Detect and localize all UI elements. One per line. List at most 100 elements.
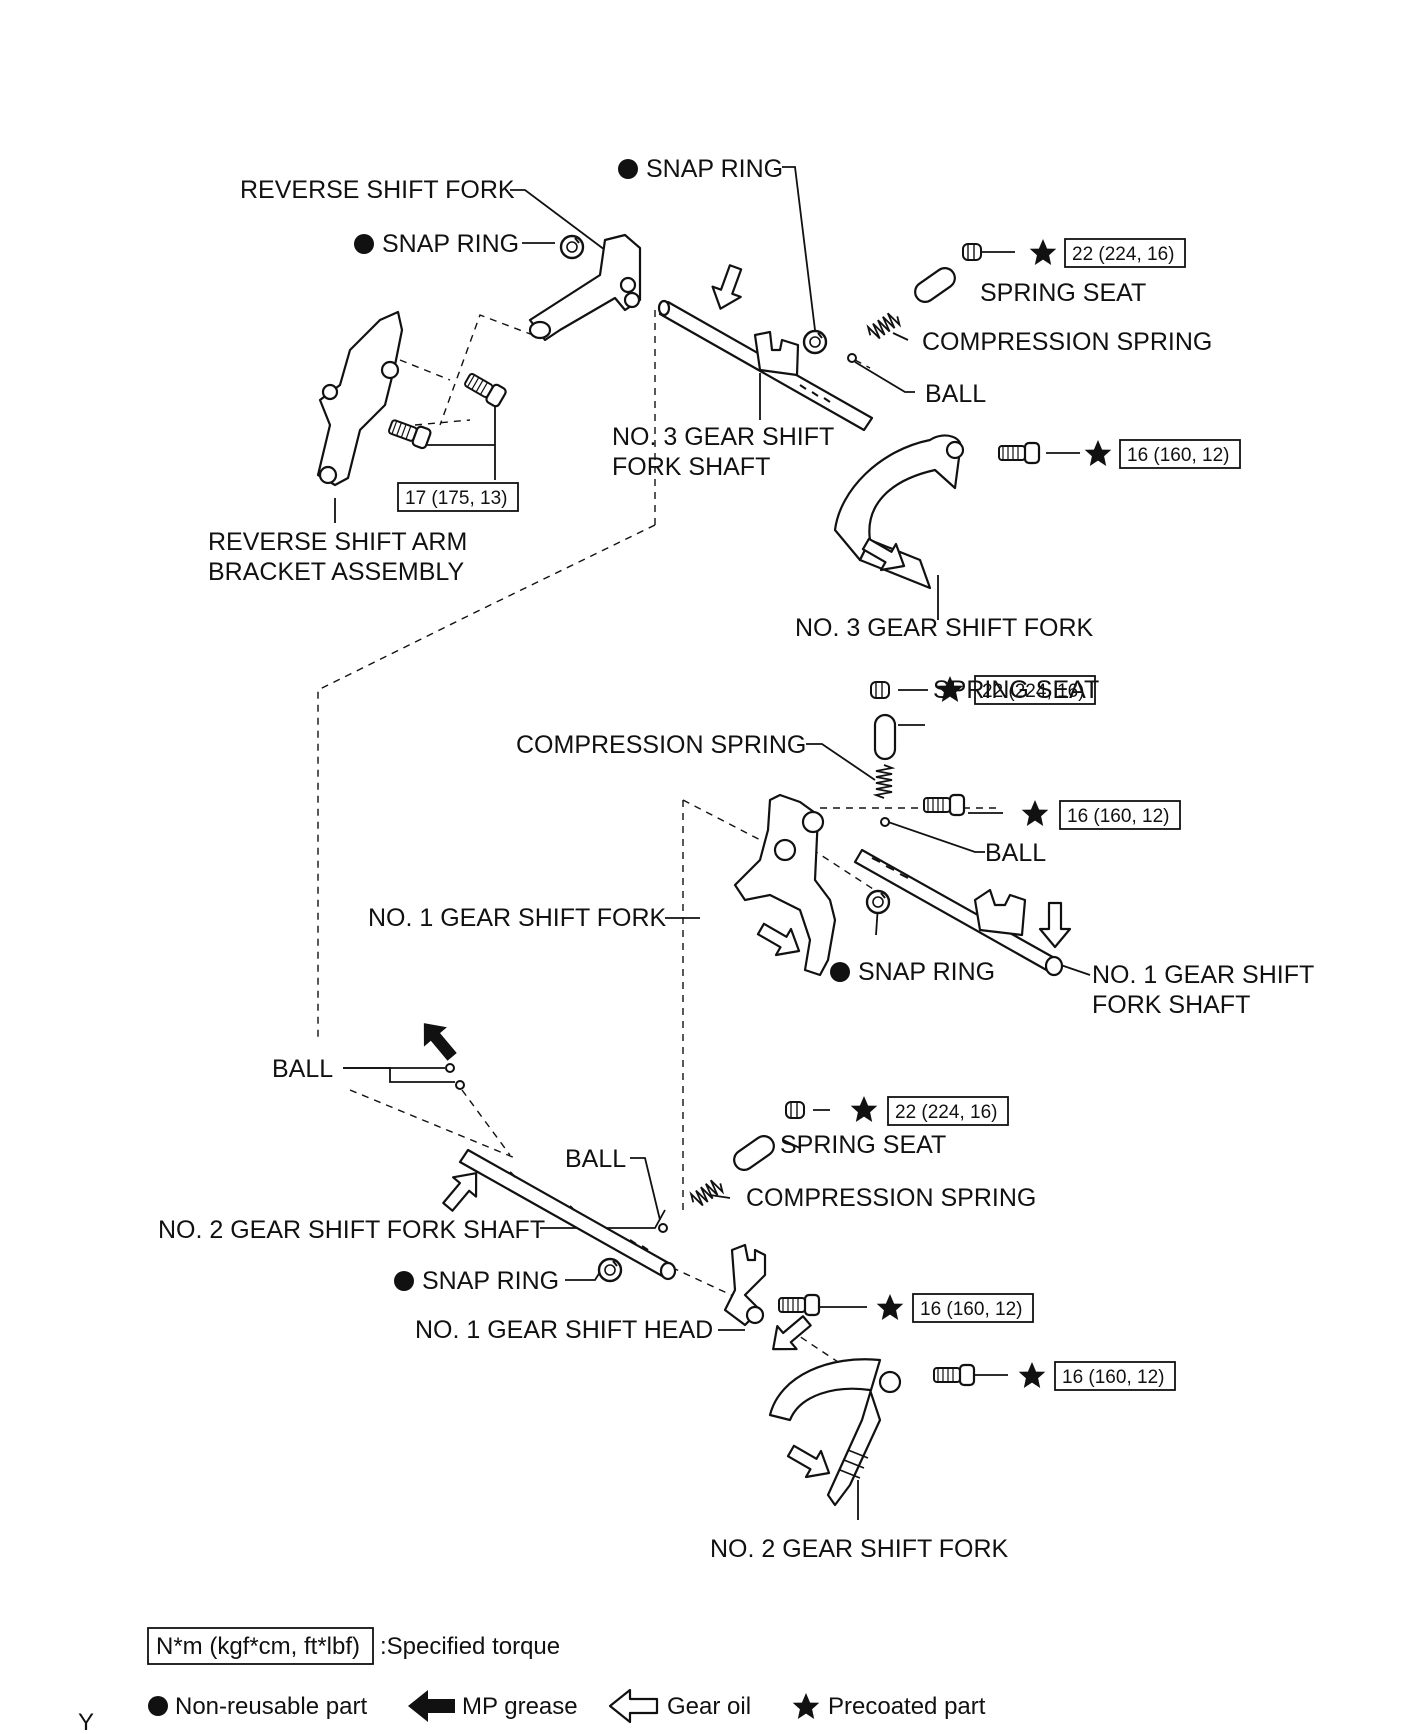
snap-ring-marker-icon: [830, 962, 850, 982]
torque-box-bolt: 16 (160, 12): [1054, 1361, 1176, 1391]
svg-text:22 (224, 16): 22 (224, 16): [895, 1102, 997, 1123]
svg-text:16 (160, 12): 16 (160, 12): [920, 1299, 1022, 1320]
corner-mark: Y: [78, 1709, 94, 1734]
bolt-icon: [932, 1363, 976, 1387]
label-compression-spring: COMPRESSION SPRING: [922, 328, 1212, 356]
plug-icon: [962, 243, 982, 261]
compression-spring: [687, 1175, 726, 1210]
star-icon: [1084, 440, 1112, 466]
label-snap-ring: SNAP RING: [858, 958, 995, 986]
snap-ring-marker-icon: [394, 1271, 414, 1291]
spring-seat: [873, 713, 897, 761]
no2-gear-shift-fork: [768, 1358, 902, 1507]
gear-oil-arrow-icon: [705, 261, 751, 315]
legend-precoated: Precoated part: [828, 1693, 986, 1720]
star-icon: [850, 1096, 878, 1122]
label-snap-ring: SNAP RING: [422, 1267, 559, 1295]
legend-torque-unit: N*m (kgf*cm, ft*lbf): [156, 1633, 360, 1660]
label-no3-shaft-line2: FORK SHAFT: [612, 453, 770, 481]
svg-text:22 (224, 16): 22 (224, 16): [982, 681, 1084, 702]
gear-oil-arrow-icon: [782, 1436, 838, 1488]
legend-non-reusable: Non-reusable part: [175, 1693, 367, 1720]
torque-box-bolt: 16 (160, 12): [912, 1293, 1034, 1323]
torque-box-bolt: 16 (160, 12): [1119, 439, 1241, 469]
no2-gear-shift-fork-shaft: [458, 1148, 677, 1281]
snap-ring-icon: [865, 889, 891, 915]
snap-ring-icon: [559, 234, 585, 260]
legend: N*m (kgf*cm, ft*lbf) :Specified torque N…: [147, 1627, 986, 1724]
label-ball: BALL: [272, 1055, 333, 1083]
plug-icon: [870, 681, 890, 699]
bracket-bolt: [386, 369, 509, 451]
reverse-shift-arm-bracket: [316, 310, 404, 487]
legend-mp-grease: MP grease: [462, 1693, 578, 1720]
label-spring-seat: SPRING SEAT: [780, 1131, 946, 1159]
label-spring-seat: SPRING SEAT: [980, 279, 1146, 307]
ball: [847, 353, 857, 363]
snap-ring-marker-icon: [618, 159, 638, 179]
snap-ring-icon: [597, 1257, 623, 1283]
gear-oil-arrow-icon: [762, 1308, 818, 1362]
label-snap-ring: SNAP RING: [382, 230, 519, 258]
torque-box-bracket: 17 (175, 13): [397, 482, 519, 512]
no1-gear-shift-head: [723, 1243, 767, 1327]
ball: [880, 817, 890, 827]
gear-oil-arrow-icon: [1038, 901, 1072, 949]
label-no1-shaft-line2: FORK SHAFT: [1092, 991, 1250, 1019]
bolt-icon: [922, 793, 966, 817]
label-no1-fork: NO. 1 GEAR SHIFT FORK: [368, 904, 667, 932]
bolt-icon: [997, 441, 1041, 465]
torque-box-plug: 22 (224, 16): [887, 1096, 1009, 1126]
label-no1-shaft-line1: NO. 1 GEAR SHIFT: [1092, 961, 1314, 989]
ball: [658, 1223, 668, 1233]
label-reverse-shift-fork: REVERSE SHIFT FORK: [240, 176, 515, 204]
legend-gear-oil: Gear oil: [667, 1693, 751, 1720]
label-compression-spring: COMPRESSION SPRING: [746, 1184, 1036, 1212]
filled-circle-icon: [148, 1696, 168, 1716]
label-no3-fork: NO. 3 GEAR SHIFT FORK: [795, 614, 1094, 642]
svg-text:22 (224, 16): 22 (224, 16): [1072, 244, 1174, 265]
no1-gear-shift-fork: [733, 793, 837, 977]
label-reverse-bracket-line1: REVERSE SHIFT ARM: [208, 528, 467, 556]
plug-icon: [785, 1101, 805, 1119]
spring-seat: [729, 1131, 779, 1175]
filled-arrow-icon: [408, 1690, 455, 1722]
no1-gear-shift-fork-shaft: [853, 848, 1064, 977]
label-ball: BALL: [565, 1145, 626, 1173]
bolt-icon: [777, 1293, 821, 1317]
label-spring-seat: SPRING SEAT: [933, 676, 1099, 704]
label-no2-shaft: NO. 2 GEAR SHIFT FORK SHAFT: [158, 1216, 545, 1244]
no3-gear-shift-fork-shaft: [657, 299, 874, 432]
label-ball: BALL: [925, 380, 986, 408]
star-icon: [876, 1294, 904, 1320]
star-icon: [1018, 1362, 1046, 1388]
star-icon: [792, 1693, 820, 1719]
compression-spring: [875, 764, 893, 799]
label-no2-fork: NO. 2 GEAR SHIFT FORK: [710, 1535, 1009, 1563]
label-no1-head: NO. 1 GEAR SHIFT HEAD: [415, 1316, 713, 1344]
star-icon: [1021, 800, 1049, 826]
star-icon: [1029, 239, 1057, 265]
torque-box-bolt: 16 (160, 12): [1059, 800, 1181, 830]
legend-torque-text: :Specified torque: [380, 1633, 560, 1660]
grease-arrow-icon: [412, 1013, 464, 1067]
svg-text:17 (175, 13): 17 (175, 13): [405, 488, 507, 509]
label-compression-spring: COMPRESSION SPRING: [516, 731, 806, 759]
label-ball: BALL: [985, 839, 1046, 867]
label-reverse-bracket-line2: BRACKET ASSEMBLY: [208, 558, 464, 586]
compression-spring: [864, 308, 903, 343]
spring-seat: [910, 263, 960, 307]
torque-box-plug: 22 (224, 16): [974, 675, 1096, 705]
svg-text:16 (160, 12): 16 (160, 12): [1067, 806, 1169, 827]
reverse-shift-fork: [528, 233, 642, 342]
snap-ring-icon: [802, 329, 828, 355]
snap-ring-marker-icon: [354, 234, 374, 254]
svg-text:16 (160, 12): 16 (160, 12): [1127, 445, 1229, 466]
svg-text:16 (160, 12): 16 (160, 12): [1062, 1367, 1164, 1388]
gear-oil-arrow-icon: [752, 914, 808, 966]
ball: [445, 1063, 465, 1090]
label-no3-shaft-line1: NO. 3 GEAR SHIFT: [612, 423, 834, 451]
hollow-arrow-icon: [608, 1688, 659, 1724]
torque-box-plug: 22 (224, 16): [1064, 238, 1186, 268]
